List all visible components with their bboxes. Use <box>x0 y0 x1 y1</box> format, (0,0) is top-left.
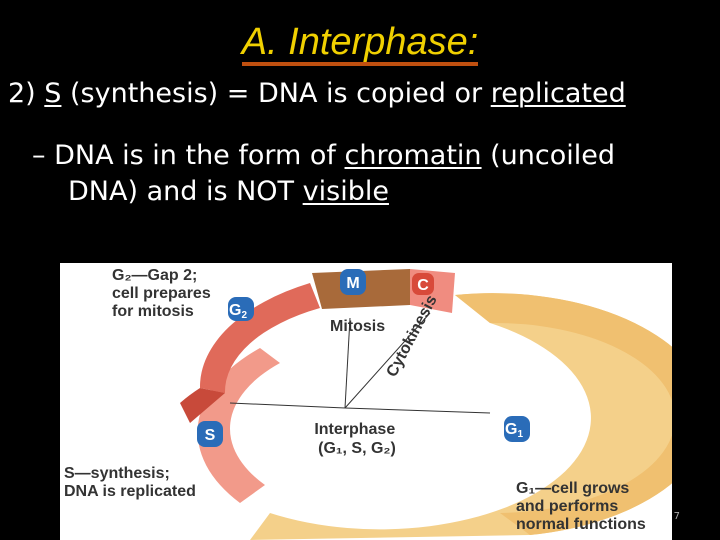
sub-bullet-chromatin: – DNA is in the form of chromatin (uncoi… <box>32 140 616 207</box>
g1-phase-arc <box>250 293 672 540</box>
cell-cycle-diagram: M C G2 S G1 G₂—Gap 2; cell prepares for … <box>60 263 672 540</box>
svg-text:G2: G2 <box>229 302 247 321</box>
g2-letter: G <box>229 302 241 319</box>
g1-sub: 1 <box>517 429 523 440</box>
m-letter: M <box>346 275 359 292</box>
g1-letter: G <box>505 421 517 438</box>
g1-badge <box>504 416 530 442</box>
g2-phase-arc <box>199 283 320 393</box>
slide-number: 7 <box>673 511 680 522</box>
g2-sub: 2 <box>241 310 247 321</box>
s-badge-letter: S <box>205 427 216 444</box>
s-label: S—synthesis; DNA is replicated <box>64 465 196 500</box>
visible-word: visible <box>302 176 389 207</box>
interphase-label: Interphase (G₁, S, G₂) <box>314 421 399 457</box>
cell-cycle-svg: M C G2 S G1 G₂—Gap 2; cell prepares for … <box>64 267 672 540</box>
c-badge <box>412 273 434 295</box>
g2-badge <box>228 297 254 321</box>
bullet-s-phase: 2) S (synthesis) = DNA is copied or repl… <box>8 78 626 109</box>
slide-title: A. Interphase: <box>0 20 720 66</box>
s-badge <box>197 421 223 447</box>
m-badge <box>340 269 366 295</box>
g2-label: G₂—Gap 2; cell prepares for mitosis <box>112 267 215 320</box>
replicated-word: replicated <box>490 78 626 109</box>
c-letter: C <box>417 277 429 294</box>
s-letter: S <box>44 78 62 109</box>
chromatin-word: chromatin <box>344 140 482 171</box>
mitosis-label: Mitosis <box>330 318 385 335</box>
g1-label: G₁—cell grows and performs normal functi… <box>516 480 646 533</box>
svg-text:G1: G1 <box>505 421 523 440</box>
